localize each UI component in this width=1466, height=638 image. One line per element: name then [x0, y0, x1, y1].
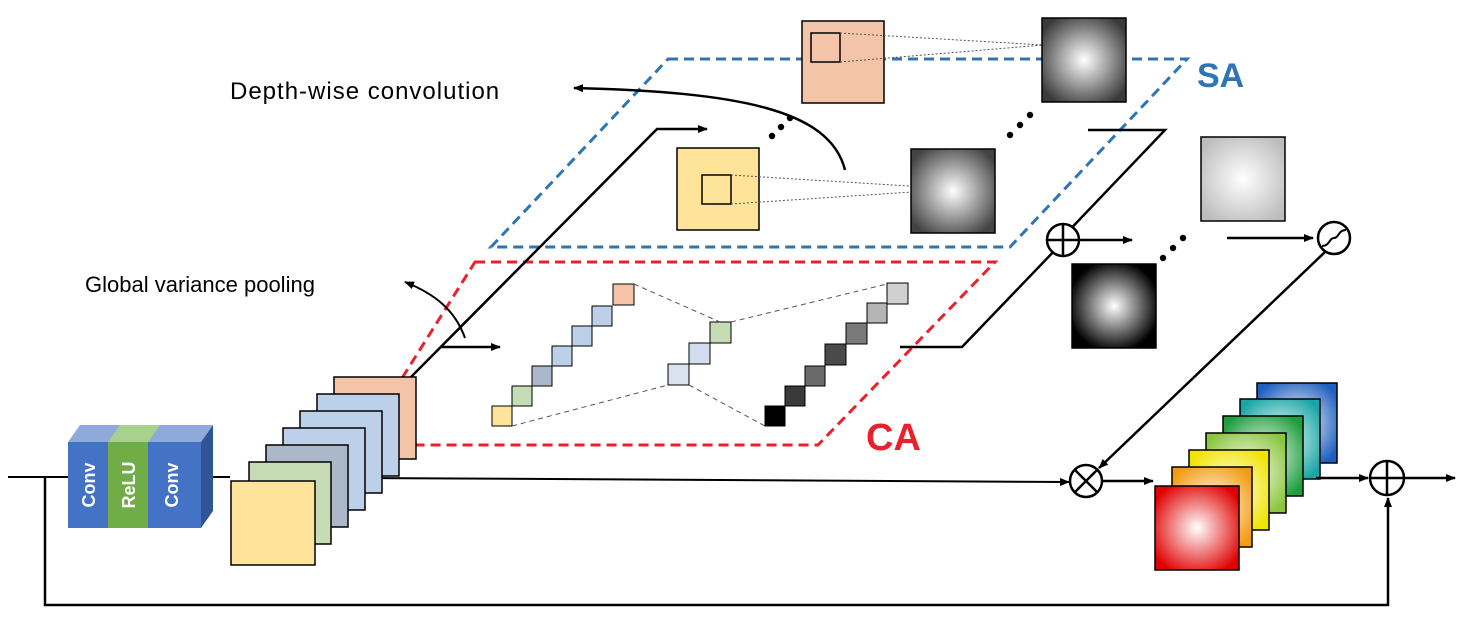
conv-relu-conv-block: Conv ReLU Conv: [68, 425, 213, 528]
circle-plus-icon: [1368, 459, 1406, 497]
sa-output-path: [1059, 128, 1168, 241]
sa-orange-projection-line: [839, 44, 1044, 63]
conv-layer-label-2: Conv: [162, 463, 182, 508]
ca-channel-weights: [764, 282, 909, 427]
circle-plus-icon: [1045, 222, 1081, 258]
ellipsis-icon: [1006, 111, 1034, 139]
sa-orange-projection-line: [839, 32, 1044, 46]
sigmoid-to-product-arrow: [1098, 251, 1326, 469]
depthwise-conv-label: Depth-wise convolution: [230, 78, 500, 105]
ca-channel-descriptor-input: [491, 283, 635, 427]
feature-to-product-line: [367, 477, 1070, 486]
depthwise-curved-arrow: [573, 84, 847, 171]
ellipsis-icon: [768, 114, 794, 140]
sa-yellow-feature-map: [676, 147, 760, 231]
ca-label: CA: [866, 417, 921, 459]
output-feature-stack: [1154, 382, 1338, 571]
gvp-curved-arrow: [404, 281, 466, 339]
sa-orange-feature-map: [801, 20, 885, 104]
ca-connector-lines: [511, 283, 888, 427]
sa-label: SA: [1197, 57, 1244, 95]
sa-dashed-box: [487, 57, 1191, 249]
circle-times-icon: [1068, 463, 1104, 499]
sa-gray-output-map-bottom: [910, 148, 996, 234]
ca-channel-descriptor-squeezed: [667, 321, 732, 386]
sigmoid-icon: [1316, 220, 1352, 256]
attention-map-light: [1200, 136, 1286, 222]
gvp-label: Global variance pooling: [85, 272, 315, 297]
ellipsis-icon: [1159, 234, 1187, 262]
input-feature-stack: [230, 376, 417, 566]
sa-gray-output-map-top: [1041, 17, 1127, 103]
ca-output-path: [900, 246, 1059, 349]
sa-input-path: [409, 125, 708, 379]
attention-map-dark: [1071, 263, 1157, 349]
skip-connection: [43, 477, 1392, 607]
sa-orange-kernel-window: [810, 32, 841, 63]
relu-layer-label: ReLU: [119, 461, 139, 508]
sa-yellow-kernel-window: [701, 174, 732, 205]
conv-layer-label-1: Conv: [79, 463, 99, 508]
